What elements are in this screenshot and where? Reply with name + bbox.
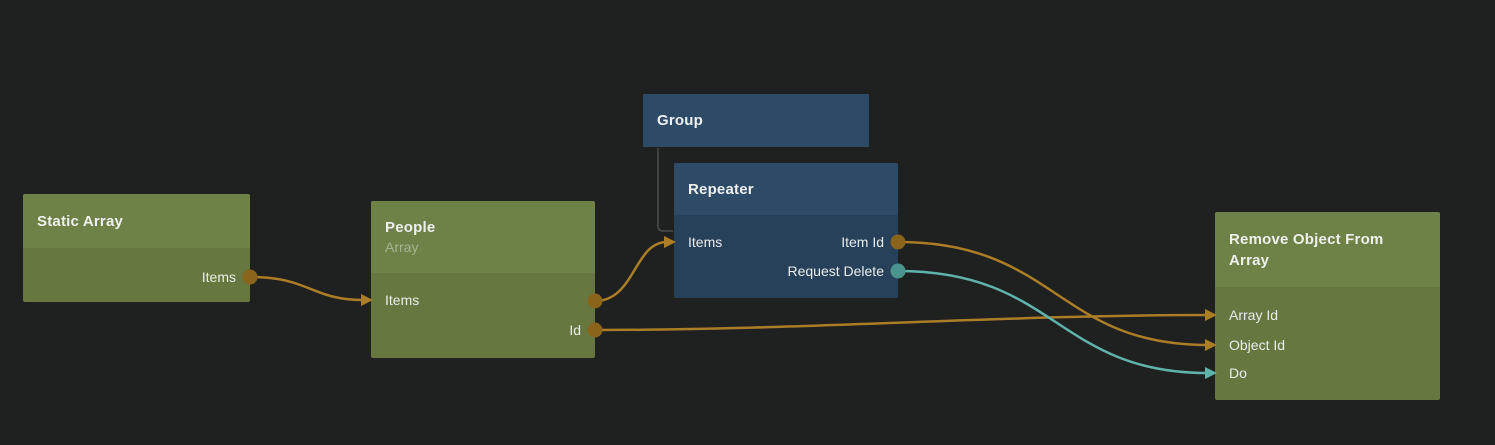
port-label-remove-object-from-array-do[interactable]: Do <box>1229 365 1247 381</box>
node-title: Repeater <box>688 180 754 198</box>
node-title: Remove Object From Array <box>1229 230 1384 269</box>
port-label-repeater-request_delete[interactable]: Request Delete <box>787 263 884 279</box>
port-label-people-items[interactable]: Items <box>385 292 420 308</box>
connection-people.items_out-to-repeater.items[interactable] <box>594 240 668 303</box>
port-label-remove-object-from-array-array_id[interactable]: Array Id <box>1229 307 1279 323</box>
node-title: Static Array <box>37 212 124 230</box>
port-label-repeater-items[interactable]: Items <box>688 234 723 250</box>
node-header[interactable]: Remove Object From Array <box>1215 212 1440 287</box>
node-header[interactable]: Repeater <box>674 163 898 215</box>
connection-repeater.item_id-to-remove-object-from-array.object_id[interactable] <box>897 240 1209 347</box>
port-label-repeater-item_id[interactable]: Item Id <box>841 234 884 250</box>
connection-people.id-to-remove-object-from-array.array_id[interactable] <box>594 313 1209 332</box>
node-header[interactable]: Static Array <box>23 194 250 248</box>
connection-repeater.request_delete-to-remove-object-from-array.do[interactable] <box>897 269 1209 375</box>
node-group[interactable]: Group <box>643 94 869 147</box>
port-label-static-array-items[interactable]: Items <box>201 269 236 285</box>
node-subtitle: Array <box>385 239 419 255</box>
port-label-remove-object-from-array-object_id[interactable]: Object Id <box>1229 337 1286 353</box>
node-title: People <box>385 219 436 236</box>
node-header[interactable]: Group <box>643 94 869 147</box>
connection-static-array.items-to-people.items[interactable] <box>249 275 365 302</box>
hierarchy-link-group-repeater <box>657 148 673 232</box>
node-title: Group <box>657 112 703 129</box>
port-label-people-id[interactable]: Id <box>569 322 581 338</box>
